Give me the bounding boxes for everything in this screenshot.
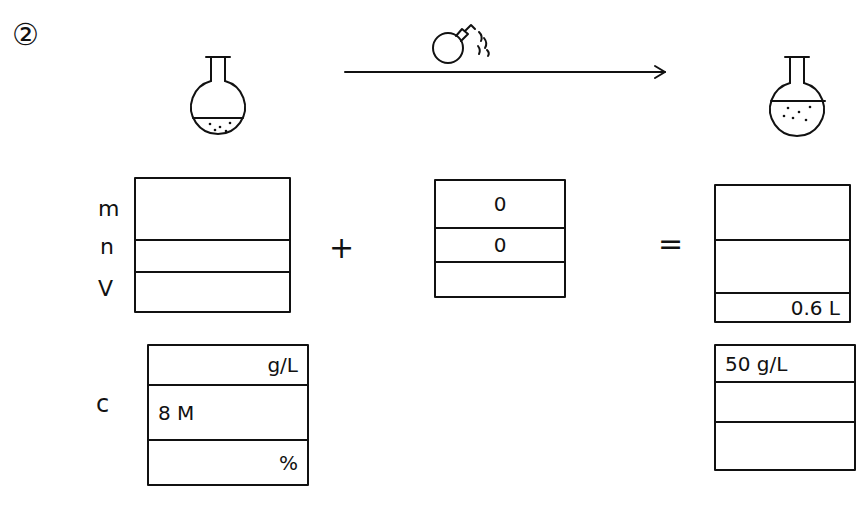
mass-cell: 0 (435, 180, 565, 228)
cell-text: 50 g/L (725, 354, 787, 374)
step-number: ② (12, 20, 39, 50)
percent-cell: % (148, 440, 308, 485)
row-label: c (96, 392, 109, 416)
concentration-table-end (715, 345, 855, 470)
cell-text: g/L (267, 355, 298, 375)
operator-sign: = (658, 229, 683, 259)
row-label: n (100, 236, 114, 258)
cell-text: 8 M (158, 403, 194, 423)
row-label: m (98, 198, 119, 220)
cell-text: 0 (494, 194, 507, 214)
volume-cell: 0.6 L (715, 293, 850, 322)
quantity-table-start (135, 178, 290, 312)
mass-concentration-cell: 50 g/L (715, 345, 855, 382)
molarity-cell: 8 M (148, 385, 308, 440)
cell-text: 0 (494, 235, 507, 255)
process-arrow (345, 66, 665, 78)
row-label: V (98, 278, 113, 300)
flask-concentrated (191, 57, 245, 134)
wash-bottle (433, 25, 489, 63)
cell-text: 0.6 L (791, 298, 840, 318)
amount-cell: 0 (435, 228, 565, 262)
cell-text: % (279, 453, 298, 473)
operator-sign: + (329, 233, 354, 263)
mass-concentration-cell: g/L (148, 345, 308, 385)
flask-diluted (770, 57, 825, 136)
concentration-table-start (148, 345, 308, 485)
quantity-table-end (715, 185, 850, 322)
quantity-table-added (435, 180, 565, 297)
